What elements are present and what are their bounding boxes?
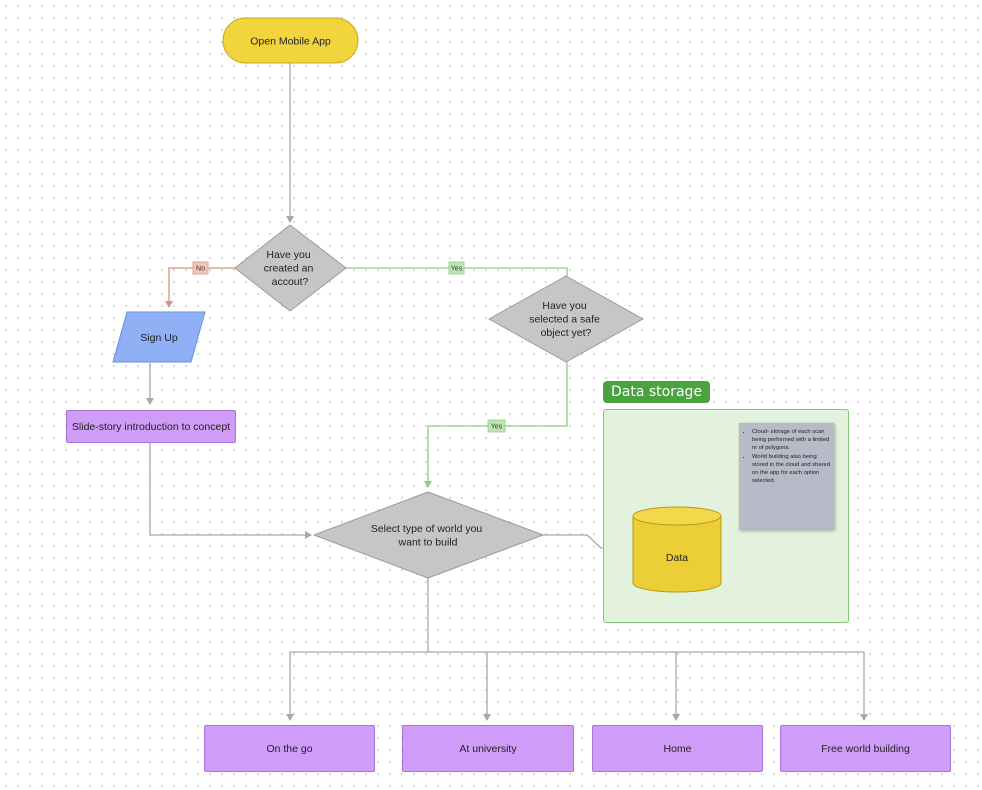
decision-account-line-3: accout? (272, 276, 309, 288)
start-node-label: Open Mobile App (250, 36, 331, 48)
option-at-university-label: At university (459, 742, 517, 755)
signup-node-label: Sign Up (140, 332, 178, 344)
decision-world[interactable]: Select type of world you want to build (313, 491, 544, 579)
intro-node-label: Slide-story introduction to concept (71, 420, 231, 433)
data-storage-title: Data storage (603, 381, 711, 403)
decision-world-line-2: want to build (398, 537, 458, 549)
decision-safe-object[interactable]: Have you selected a safe object yet? (488, 275, 644, 363)
data-storage-note-item: World building also being stored in the … (752, 454, 830, 485)
intro-node[interactable]: Slide-story introduction to concept (66, 410, 236, 443)
option-home-label: Home (663, 742, 692, 755)
edge-account-yes-to-safe-object (346, 267, 568, 276)
option-free-world-building-label: Free world building (821, 742, 910, 755)
decision-account[interactable]: Have you created an accout? (234, 224, 347, 312)
decision-account-line-1: Have you (266, 249, 311, 261)
decision-account-line-2: created an (264, 263, 314, 275)
data-node-label: Data (666, 552, 688, 564)
data-storage-note-item: Cloud- storage of each scan being perfor… (752, 429, 830, 452)
decision-world-line-1: Select type of world you (371, 523, 483, 535)
start-node[interactable]: Open Mobile App (222, 17, 359, 64)
option-on-the-go[interactable]: On the go (204, 725, 375, 772)
option-home[interactable]: Home (592, 725, 763, 772)
decision-safe-object-line-1: Have you (542, 300, 587, 312)
edge-label-no: No (192, 261, 209, 275)
edge-label-yes-safe: Yes (487, 419, 506, 433)
edge-label-yes-account: Yes (448, 261, 465, 275)
data-storage-note: Cloud- storage of each scan being perfor… (739, 423, 834, 530)
edge-label-yes-safe-text: Yes (491, 424, 503, 431)
edge-account-no-to-signup (165, 267, 236, 308)
svg-text:Select type of world you: Select type of world you want to build (371, 523, 485, 549)
signup-node[interactable]: Sign Up (112, 311, 206, 363)
decision-safe-object-line-3: object yet? (541, 327, 592, 339)
option-on-the-go-label: On the go (266, 742, 313, 755)
edge-world-to-on-the-go (286, 578, 429, 721)
svg-text:Have you selected a safe: Have you selected a safe object yet? (529, 300, 603, 339)
data-node[interactable]: Data (632, 506, 722, 593)
edge-intro-to-world (149, 443, 312, 539)
edge-label-no-text: No (196, 266, 205, 273)
edge-world-to-free-world (676, 651, 868, 721)
svg-text:Have you created an: Have you created an accout? (264, 249, 317, 288)
option-at-university[interactable]: At university (402, 725, 574, 772)
decision-safe-object-line-2: selected a safe (529, 314, 600, 326)
edge-label-yes-account-text: Yes (451, 266, 463, 273)
option-free-world-building[interactable]: Free world building (780, 725, 951, 772)
